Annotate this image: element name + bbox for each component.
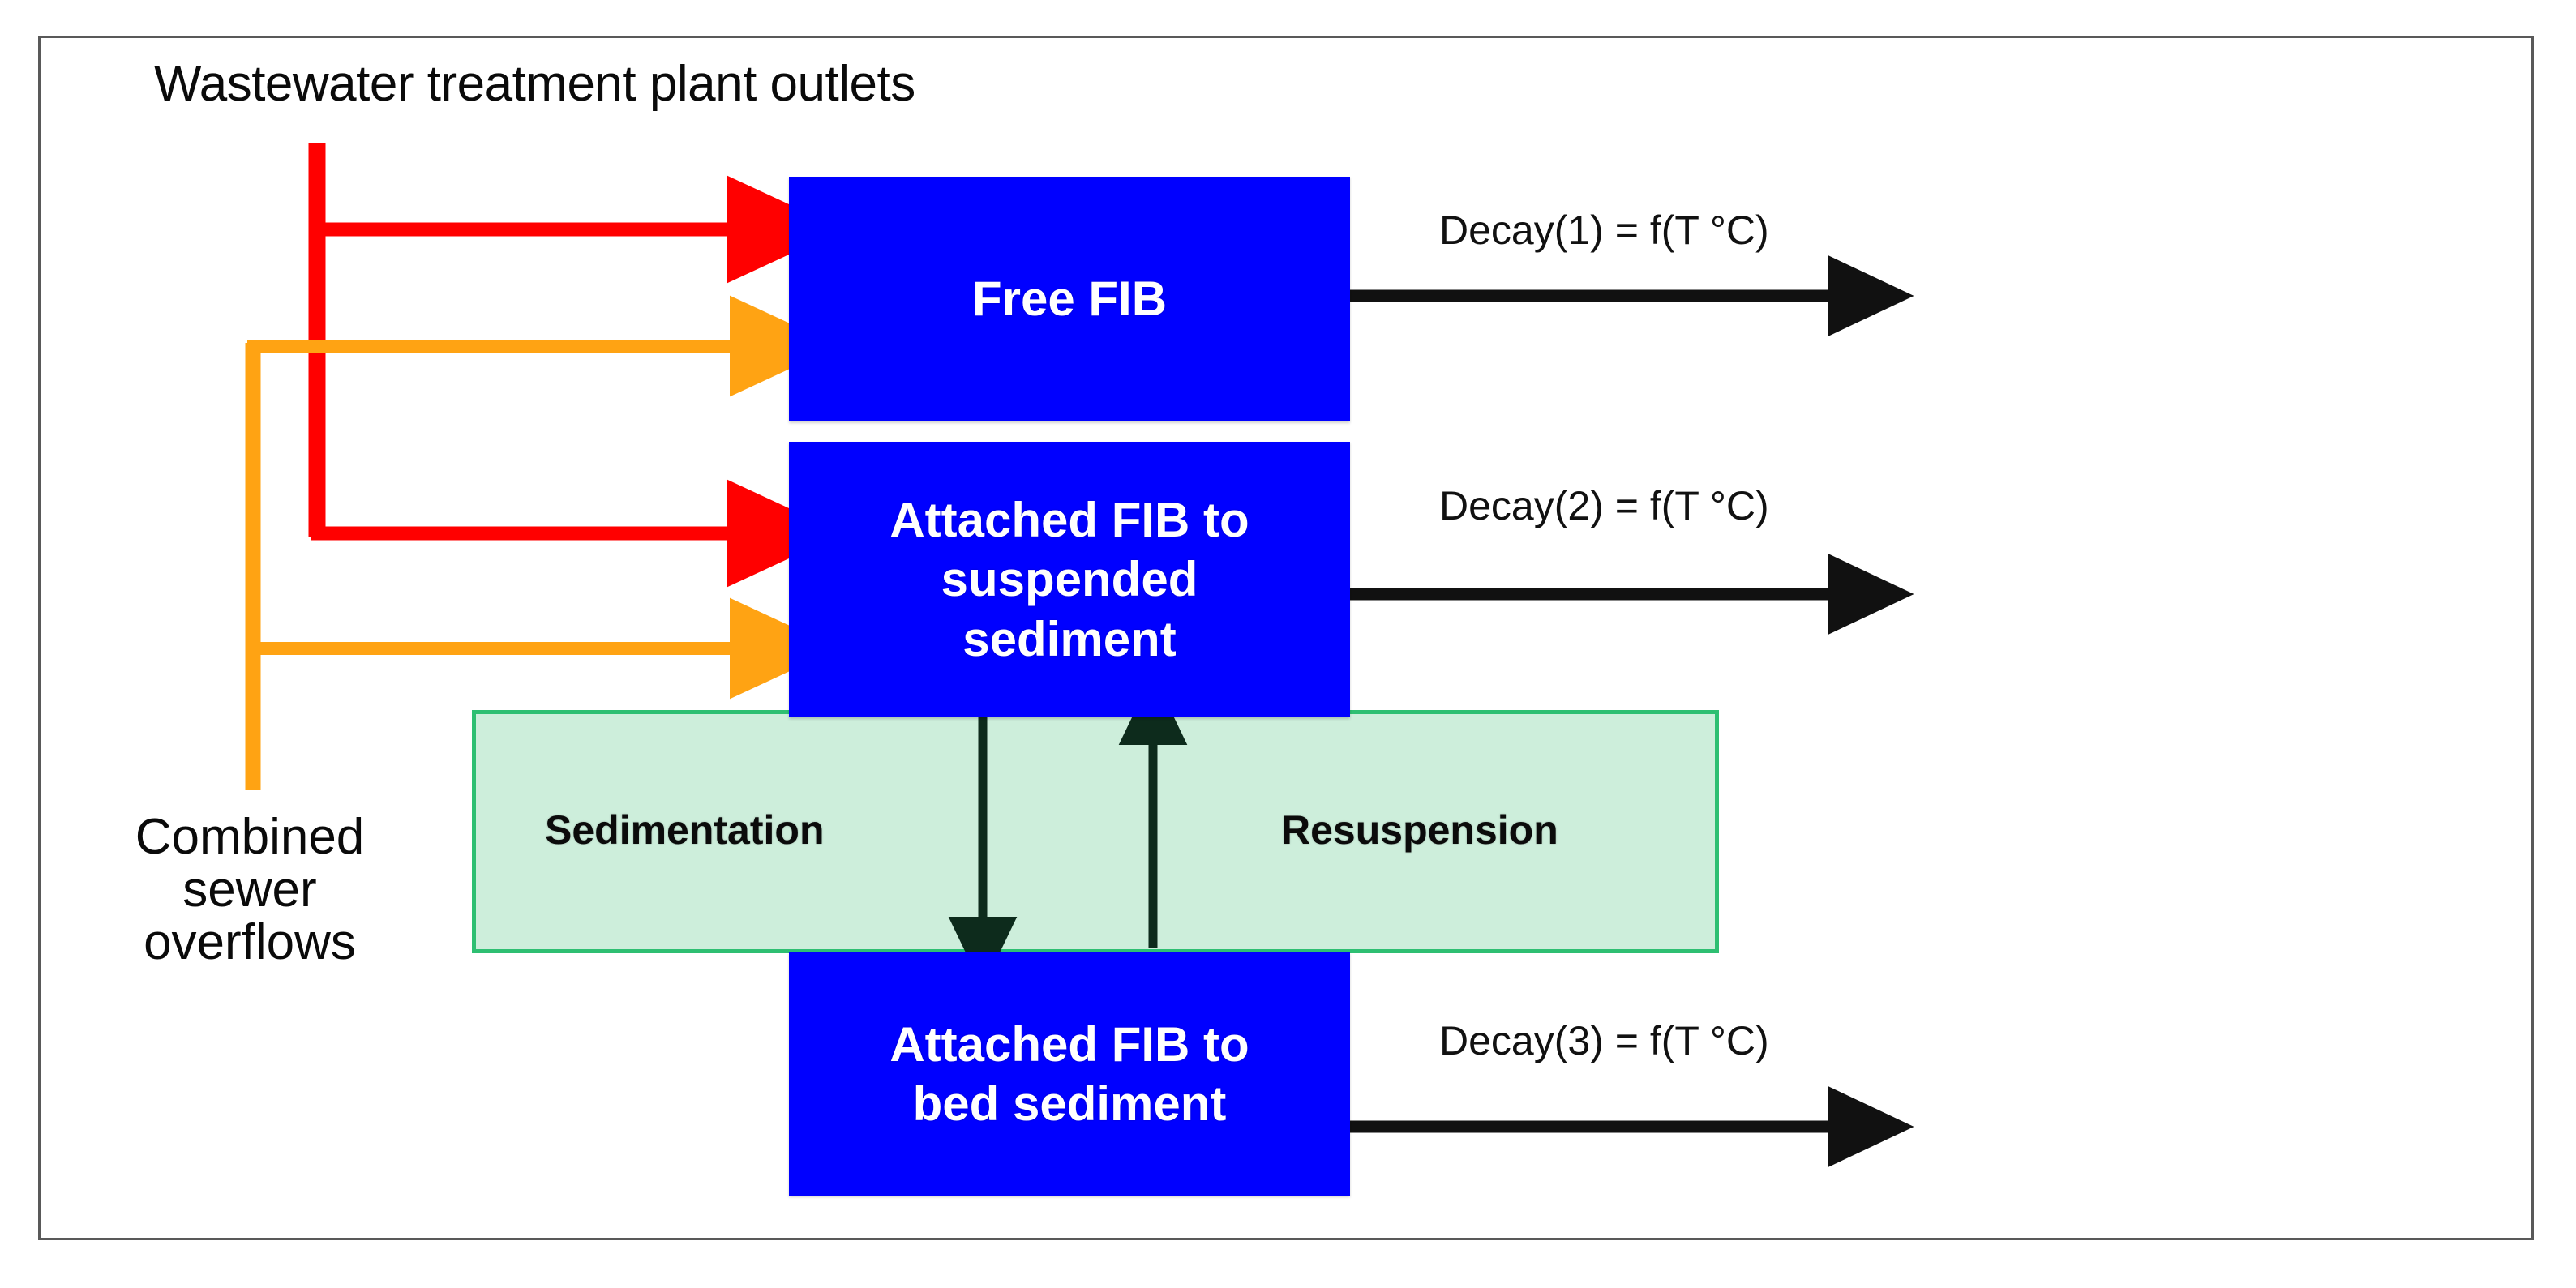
decay-3-label: Decay(3) = f(T °C): [1439, 1018, 1769, 1063]
box-attached-fib-suspended-sediment[interactable]: Attached FIB to suspended sediment: [789, 442, 1350, 717]
decay-1-label: Decay(1) = f(T °C): [1439, 208, 1769, 253]
sedimentation-label: Sedimentation: [545, 807, 825, 853]
box-bed-line-1: Attached FIB to: [889, 1016, 1249, 1072]
box-free-fib-line-1: Free FIB: [971, 272, 1168, 327]
cso-label-line-1: Combined: [135, 809, 365, 865]
box-attached-fib-bed-sediment[interactable]: Attached FIB to bed sediment: [789, 952, 1350, 1196]
cso-label-line-2: sewer: [182, 862, 317, 918]
box-suspended-line-1: Attached FIB to: [889, 493, 1249, 548]
combined-sewer-overflows-label: Combined sewer overflows: [96, 811, 404, 969]
wwtp-outlets-label: Wastewater treatment plant outlets: [154, 56, 915, 112]
box-free-fib[interactable]: Free FIB: [789, 177, 1350, 421]
box-suspended-line-2: suspended: [941, 552, 1198, 607]
resuspension-label: Resuspension: [1281, 807, 1558, 853]
cso-label-line-3: overflows: [144, 914, 356, 971]
wwtp-connector-group: [308, 143, 843, 588]
decay-2-label: Decay(2) = f(T °C): [1439, 483, 1769, 528]
box-suspended-line-3: sediment: [962, 611, 1177, 666]
box-bed-line-2: bed sediment: [912, 1076, 1227, 1131]
